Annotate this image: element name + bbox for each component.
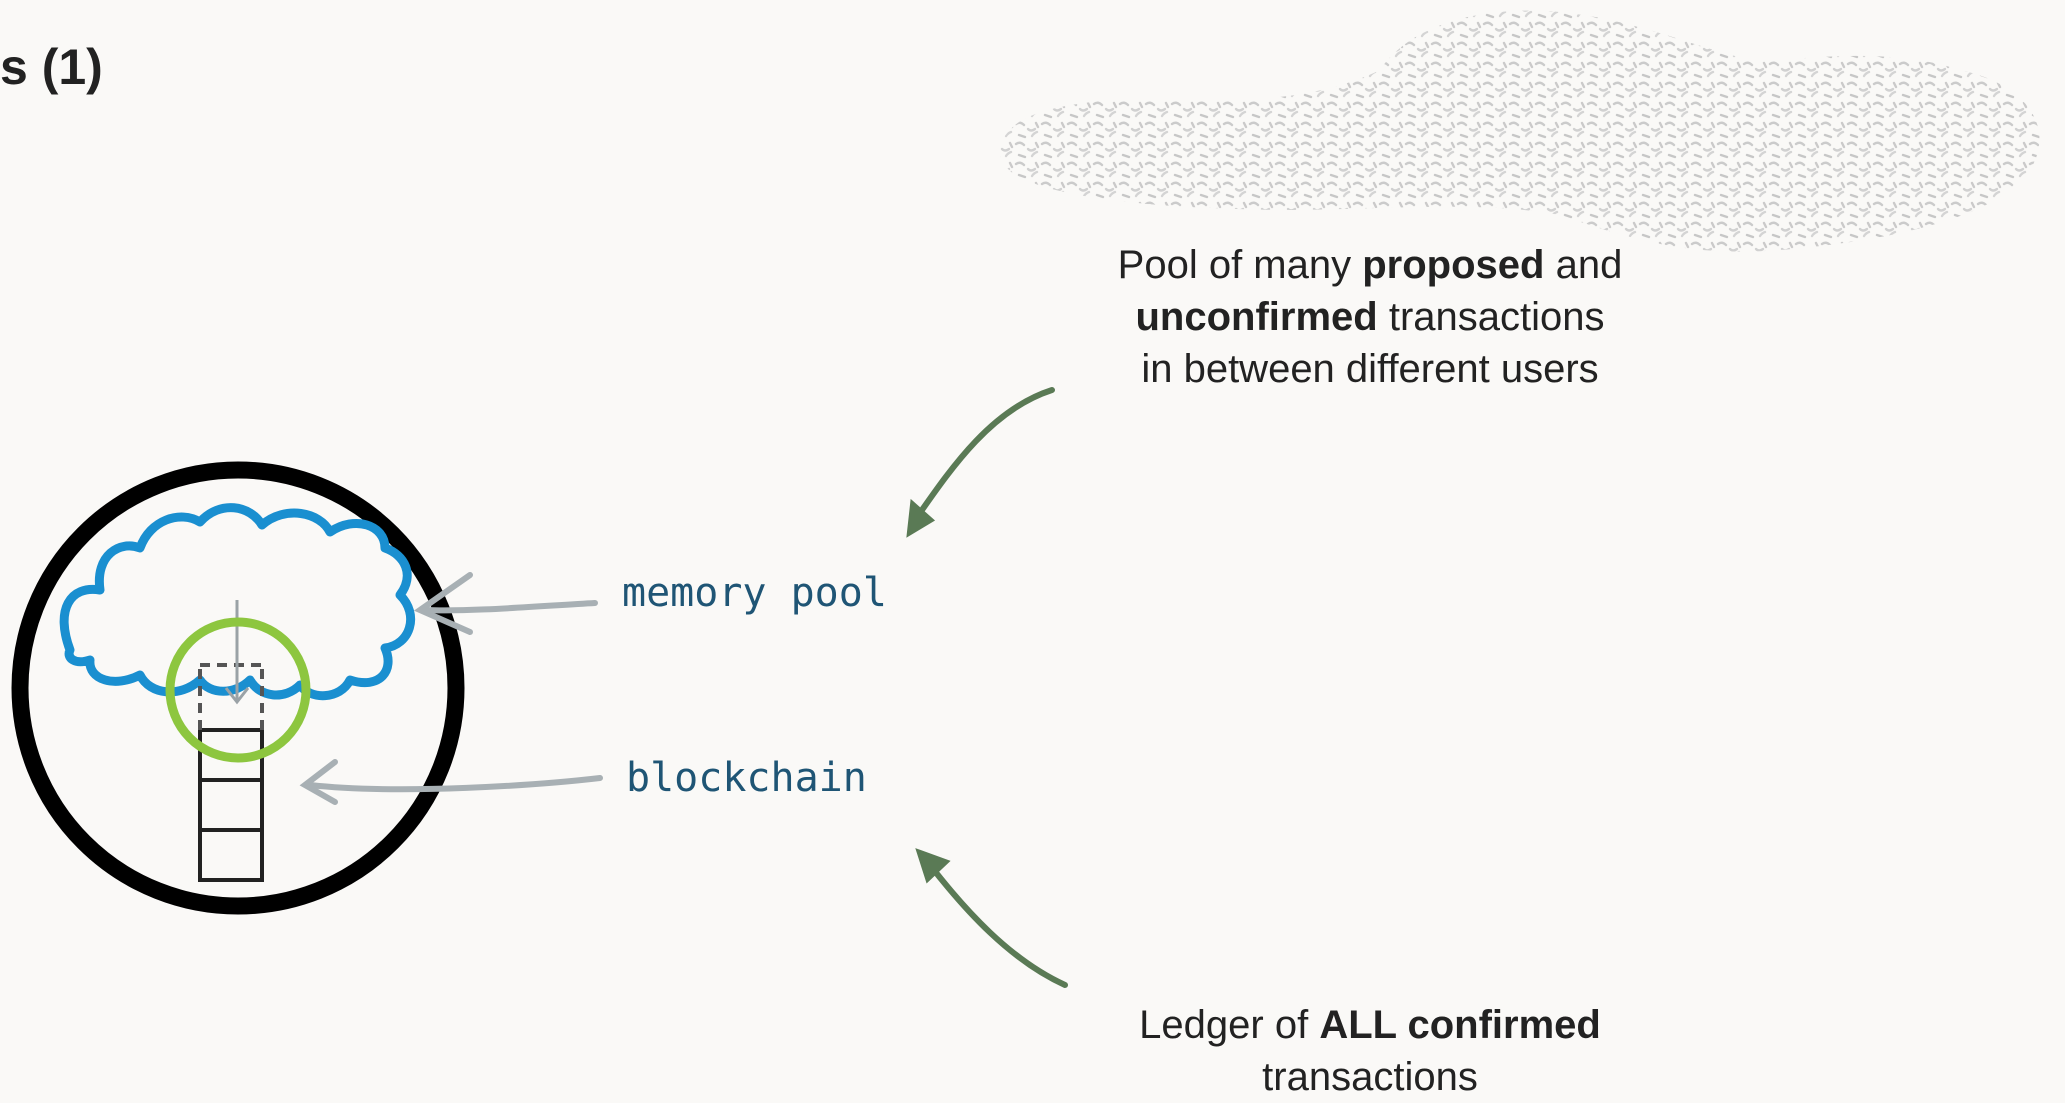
transfer-arrow-icon xyxy=(224,600,250,705)
pool-caption-line1-prefix: Pool of many xyxy=(1117,243,1363,287)
ledger-caption-line2: transactions xyxy=(1262,1055,1478,1099)
transaction-cloud-texture xyxy=(999,10,2040,252)
ledger-caption-line1-bold: ALL confirmed xyxy=(1319,1003,1601,1047)
pool-caption-line1-bold: proposed xyxy=(1362,243,1545,287)
ledger-caption-line1-prefix: Ledger of xyxy=(1139,1003,1320,1047)
ledger-caption-arrow xyxy=(915,848,1068,988)
slide-title: s (1) xyxy=(0,39,103,95)
pool-caption-arrow xyxy=(906,387,1055,538)
ledger-caption: Ledger of ALL confirmed transactions xyxy=(1090,999,1650,1103)
memory-pool-cloud-icon xyxy=(59,503,416,701)
blockchain-pointer-arrow xyxy=(299,759,603,805)
blockchain-stack-icon xyxy=(198,663,264,882)
pool-caption: Pool of many proposed and unconfirmed tr… xyxy=(1040,239,1700,395)
memory-pool-pointer-arrow xyxy=(413,572,598,635)
pool-caption-line3: in between different users xyxy=(1141,347,1599,391)
blockchain-label: blockchain xyxy=(626,755,867,801)
memory-pool-label: memory pool xyxy=(622,570,887,616)
highlight-circle xyxy=(165,617,311,763)
pool-caption-line2-bold: unconfirmed xyxy=(1135,295,1378,339)
pool-caption-line2-suffix: transactions xyxy=(1377,295,1605,339)
pool-caption-line1-suffix: and xyxy=(1544,243,1623,287)
node-circle-icon xyxy=(11,461,465,915)
